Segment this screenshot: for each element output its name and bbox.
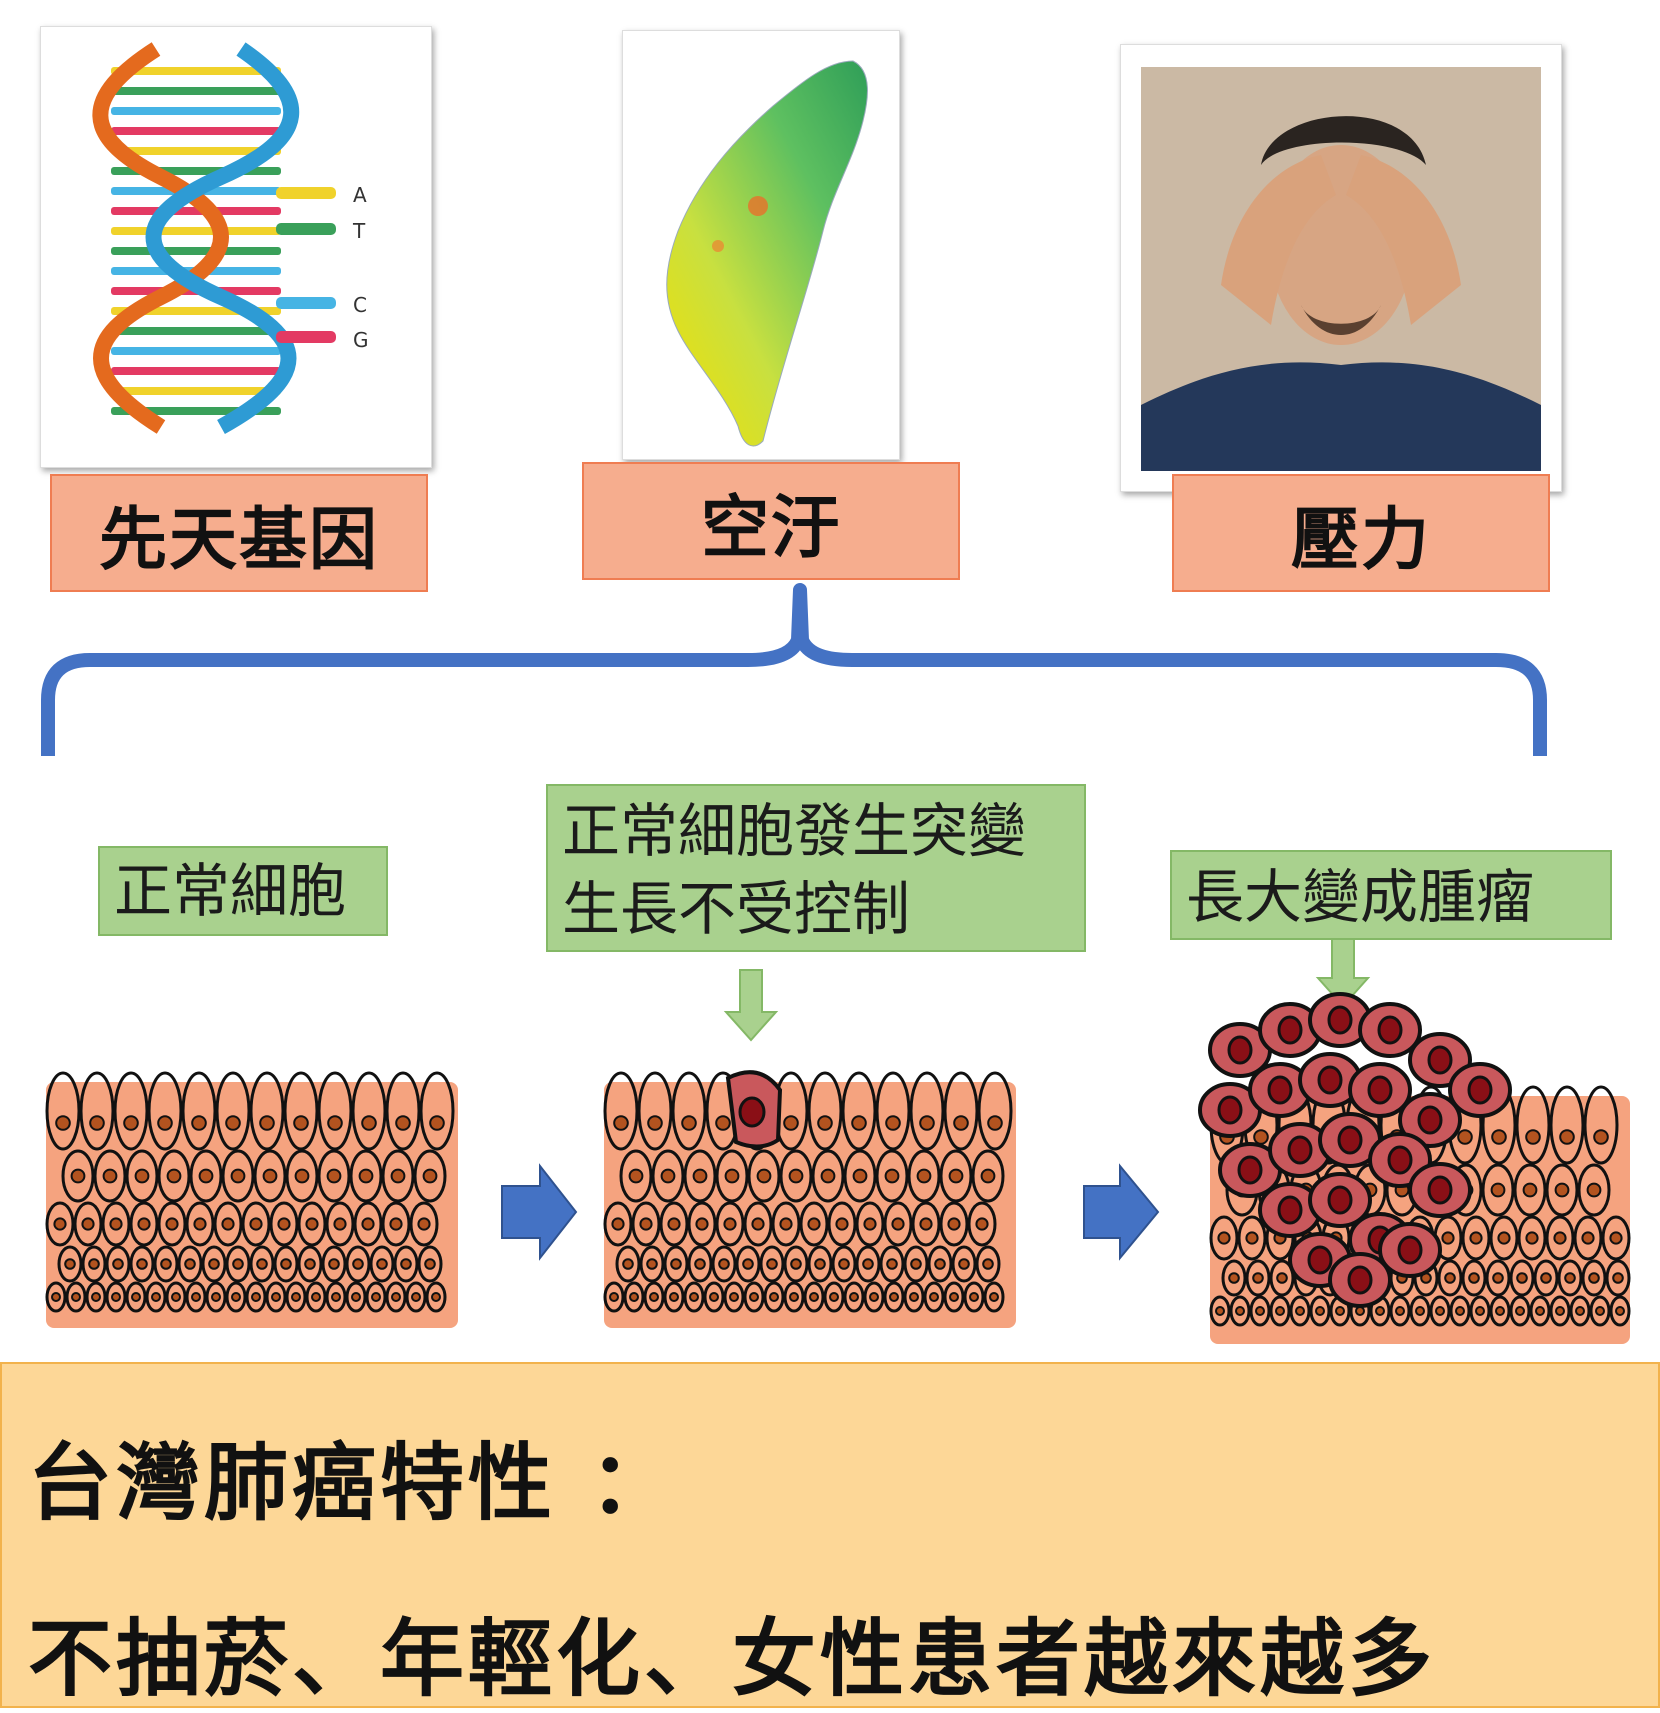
stage-mutation-label-line2: 生長不受控制 bbox=[562, 875, 911, 943]
down-arrow-tumor bbox=[1315, 935, 1371, 1008]
tissue-normal bbox=[45, 1071, 458, 1328]
summary-title: 台灣肺癌特性 ： bbox=[28, 1434, 678, 1532]
stress-image bbox=[1120, 44, 1562, 492]
stage-mutation-label-box: 正常細胞發生突變 生長不受控制 bbox=[546, 784, 1086, 952]
cause-air-pollution-box: 空汙 bbox=[582, 462, 960, 580]
cause-stress-box: 壓力 bbox=[1172, 474, 1550, 592]
stage-mutation-label-line1: 正常細胞發生突變 bbox=[562, 797, 1027, 865]
dna-base-t: T bbox=[352, 219, 366, 243]
tissue-mutated bbox=[603, 1070, 1016, 1328]
down-arrow-mutation bbox=[723, 969, 779, 1042]
dna-base-g: G bbox=[353, 328, 369, 352]
cause-genetic-label: 先天基因 bbox=[98, 500, 379, 580]
stage-normal-label: 正常細胞 bbox=[114, 857, 347, 925]
cause-air-pollution-label: 空汙 bbox=[700, 488, 841, 568]
stage-tumor-label-box: 長大變成腫瘤 bbox=[1170, 850, 1612, 940]
summary-panel: 台灣肺癌特性 ： 不抽菸、年輕化、女性患者越來越多 bbox=[0, 1362, 1660, 1708]
stage-normal-label-box: 正常細胞 bbox=[98, 846, 388, 936]
dna-image: A T C G bbox=[40, 26, 432, 468]
right-arrow-1 bbox=[501, 1163, 578, 1261]
taiwan-map-image bbox=[622, 30, 900, 460]
cause-stress-label: 壓力 bbox=[1290, 500, 1431, 580]
dna-base-a: A bbox=[353, 183, 367, 207]
cause-genetic-box: 先天基因 bbox=[50, 474, 428, 592]
stage-tumor-label: 長大變成腫瘤 bbox=[1186, 863, 1535, 931]
tissue-tumor bbox=[1198, 992, 1631, 1344]
brace-connector bbox=[41, 583, 1547, 756]
summary-characteristics: 不抽菸、年輕化、女性患者越來越多 bbox=[28, 1610, 1437, 1708]
dna-base-c: C bbox=[353, 293, 367, 317]
right-arrow-2 bbox=[1083, 1163, 1160, 1261]
